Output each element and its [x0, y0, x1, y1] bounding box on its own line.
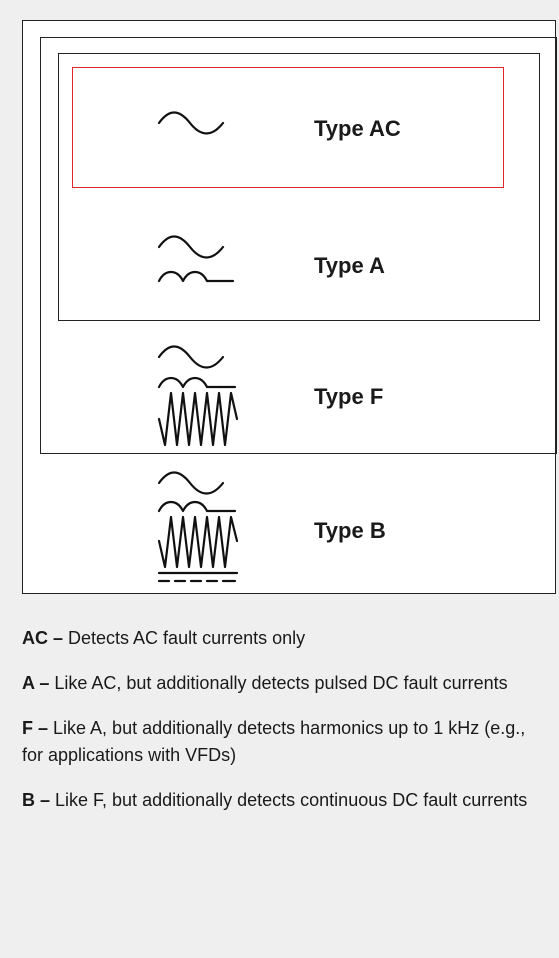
description-b: B – Like F, but additionally detects con… — [22, 787, 542, 814]
description-key: F – — [22, 718, 49, 738]
description-key: AC – — [22, 628, 64, 648]
description-text: Like AC, but additionally detects pulsed… — [49, 673, 508, 693]
smooth-dc-wave-icon — [157, 471, 239, 583]
description-a: A – Like AC, but additionally detects pu… — [22, 670, 542, 697]
high-frequency-wave-icon — [157, 345, 239, 447]
description-key: B – — [22, 790, 51, 810]
type-a-label: Type A — [314, 253, 385, 278]
description-text: Like F, but additionally detects continu… — [50, 790, 528, 810]
description-text: Like A, but additionally detects harmoni… — [22, 718, 526, 765]
description-f: F – Like A, but additionally detects har… — [22, 715, 542, 769]
type-ac-boundary — [72, 67, 504, 188]
description-text: Detects AC fault currents only — [63, 628, 306, 648]
type-ac-label: Type AC — [314, 116, 401, 141]
type-f-boundary — [40, 37, 557, 454]
sine-wave-icon — [157, 111, 225, 135]
type-descriptions: AC – Detects AC fault currents only A – … — [22, 625, 542, 832]
type-f-label: Type F — [314, 384, 384, 409]
rcd-type-diagram: Type AC Type A Type F Type B — [22, 20, 557, 594]
type-a-boundary — [58, 53, 540, 321]
description-key: A – — [22, 673, 50, 693]
type-b-label: Type B — [314, 518, 386, 543]
pulsed-dc-wave-icon — [157, 235, 235, 283]
description-ac: AC – Detects AC fault currents only — [22, 625, 542, 652]
